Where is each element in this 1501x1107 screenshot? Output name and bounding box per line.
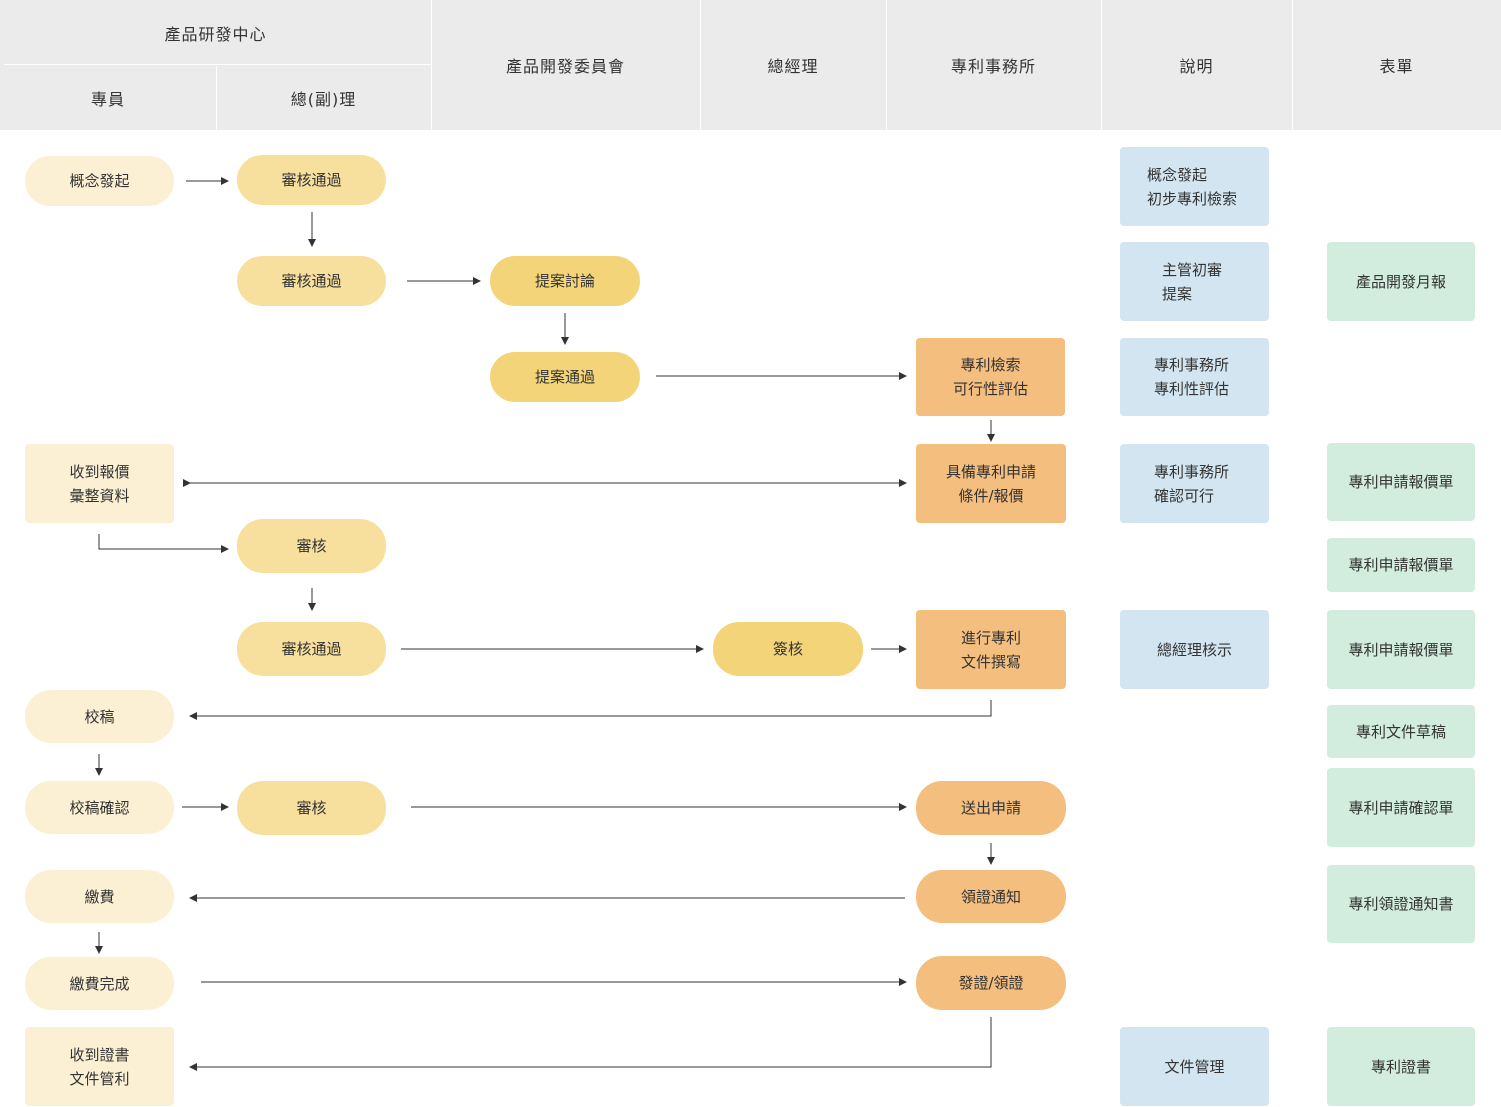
- node-fee-complete: 繳費完成: [25, 957, 174, 1010]
- form-patent-quote-1: 專利申請報價單: [1327, 443, 1475, 521]
- node-review-3: 審核: [237, 519, 386, 573]
- form-patent-quote-3: 專利申請報價單: [1327, 610, 1475, 689]
- node-receive-quote: 收到報價 彙整資料: [25, 444, 174, 523]
- arrow: [189, 1017, 992, 1071]
- arrow: [189, 700, 992, 720]
- lane-specialist: 專員: [90, 90, 125, 109]
- header-divider: [1292, 0, 1293, 130]
- node-patent-drafting: 進行專利 文件撰寫: [916, 610, 1066, 689]
- lane-forms: 表單: [1379, 57, 1414, 76]
- node-review-pass-3: 審核通過: [237, 622, 386, 676]
- header-divider: [216, 66, 217, 130]
- form-patent-draft: 專利文件草稿: [1327, 705, 1475, 758]
- header-divider: [431, 0, 432, 130]
- node-review-pass-1: 審核通過: [237, 155, 386, 205]
- lane-manager: 總(副)理: [290, 90, 357, 109]
- node-review-4: 審核: [237, 781, 386, 835]
- node-proposal-pass: 提案通過: [490, 352, 640, 402]
- form-product-dev-monthly: 產品開發月報: [1327, 242, 1475, 321]
- node-proofread: 校稿: [25, 690, 174, 743]
- node-sign-approve: 簽核: [713, 622, 863, 676]
- lane-committee: 產品開發委員會: [505, 57, 625, 76]
- lane-patent-office: 專利事務所: [950, 57, 1036, 76]
- swimlane-header: 產品研發中心 專員 總(副)理 產品開發委員會 總經理 專利事務所 說明 表單: [0, 0, 1501, 130]
- lane-notes: 說明: [1179, 57, 1214, 76]
- form-certificate-notice: 專利領證通知書: [1327, 865, 1475, 943]
- node-proposal-discussion: 提案討論: [490, 256, 640, 306]
- header-divider: [886, 0, 887, 130]
- note-gm-approval: 總經理核示: [1120, 610, 1269, 689]
- header-divider: [700, 0, 701, 130]
- node-pay-fee: 繳費: [25, 870, 174, 923]
- note-office-confirm: 專利事務所 確認可行: [1120, 444, 1269, 523]
- node-certificate-notice: 領證通知: [916, 870, 1066, 923]
- note-document-management: 文件管理: [1120, 1027, 1269, 1106]
- node-submit-application: 送出申請: [916, 781, 1066, 835]
- node-review-pass-2: 審核通過: [237, 256, 386, 306]
- lane-group-rd-center: 產品研發中心: [164, 25, 267, 44]
- form-patent-certificate: 專利證書: [1327, 1027, 1475, 1106]
- form-application-confirm: 專利申請確認單: [1327, 768, 1475, 847]
- node-receive-certificate: 收到證書 文件管利: [25, 1027, 174, 1106]
- node-concept-start: 概念發起: [25, 156, 174, 206]
- header-divider: [4, 64, 431, 65]
- header-divider: [1101, 0, 1102, 130]
- note-patentability-eval: 專利事務所 專利性評估: [1120, 338, 1269, 416]
- node-patent-conditions-quote: 具備專利申請 條件/報價: [916, 444, 1066, 523]
- arrow: [98, 534, 229, 553]
- note-concept-search: 概念發起 初步專利檢索: [1120, 147, 1269, 226]
- node-issue-certificate: 發證/領證: [916, 956, 1066, 1010]
- node-proofread-confirm: 校稿確認: [25, 781, 174, 834]
- lane-general-manager: 總經理: [767, 57, 819, 76]
- note-supervisor-review: 主管初審 提案: [1120, 242, 1269, 321]
- form-patent-quote-2: 專利申請報價單: [1327, 538, 1475, 592]
- node-patent-search-eval: 專利檢索 可行性評估: [916, 338, 1065, 416]
